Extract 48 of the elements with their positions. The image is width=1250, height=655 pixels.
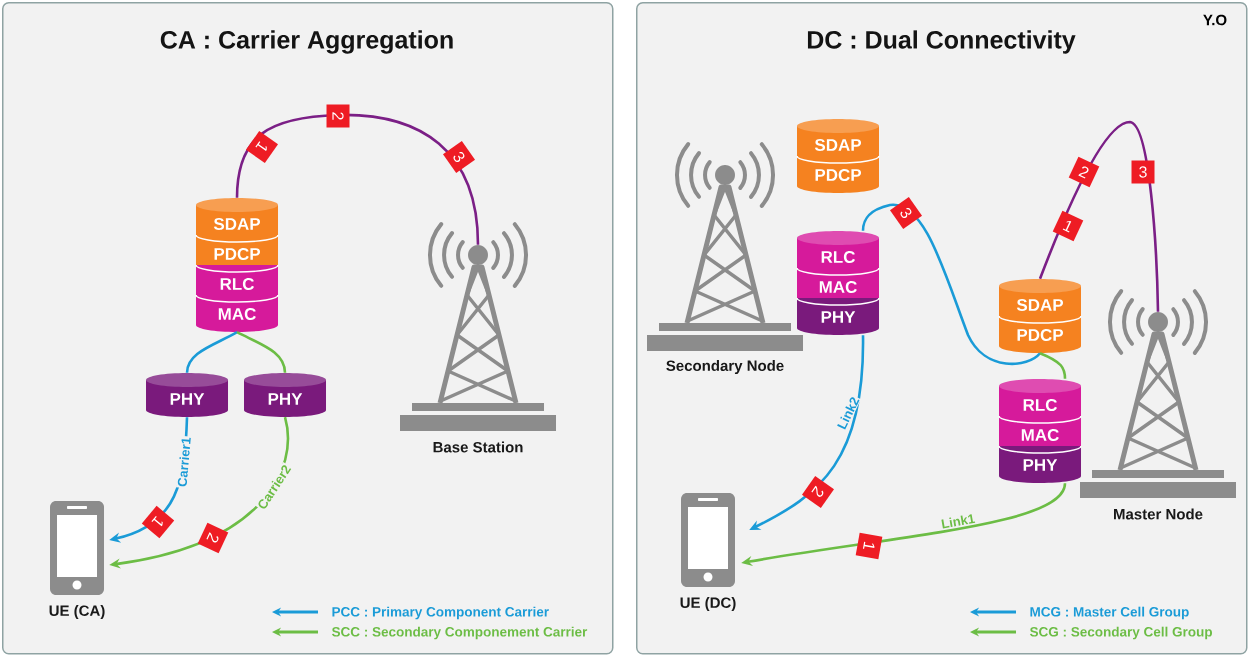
number-badge: 1 bbox=[141, 505, 175, 539]
layer-label: RLC bbox=[821, 250, 855, 263]
layer-label: PDCP bbox=[815, 169, 862, 181]
layer-label: PDCP bbox=[214, 248, 261, 260]
protocol-stack bbox=[998, 279, 1082, 353]
node-caption: UE (CA) bbox=[49, 605, 105, 619]
edge-label: Carrier1 bbox=[176, 435, 192, 489]
number-badge: 3 bbox=[443, 141, 475, 173]
layer-label: MAC bbox=[218, 307, 256, 320]
number-badge: 2 bbox=[197, 522, 229, 554]
layer-label: RLC bbox=[220, 278, 254, 290]
number-badge: 3 bbox=[890, 197, 922, 229]
layer-label: PHY bbox=[821, 311, 856, 323]
number-badge: 2 bbox=[326, 104, 350, 128]
layer-label: PDCP bbox=[1017, 328, 1064, 341]
layer-label: SDAP bbox=[213, 218, 261, 230]
edge-label: Link1 bbox=[939, 512, 977, 530]
layer-label: MAC bbox=[819, 281, 857, 293]
layer-label: MAC bbox=[1021, 428, 1059, 441]
author-mark: Y.O bbox=[1203, 14, 1227, 26]
protocol-stack bbox=[998, 379, 1082, 483]
layer-label: SDAP bbox=[1016, 299, 1064, 311]
layer-label: RLC bbox=[1023, 398, 1057, 411]
protocol-stack bbox=[796, 231, 880, 335]
node-caption: Secondary Node bbox=[666, 360, 784, 374]
protocol-stack bbox=[796, 119, 880, 193]
number-badge: 2 bbox=[1068, 156, 1100, 188]
protocol-stack bbox=[195, 198, 279, 332]
node-caption: Master Node bbox=[1114, 508, 1203, 520]
legend-text: SCG : Secondary Cell Group bbox=[1029, 626, 1212, 640]
panel-title: DC : Dual Connectivity bbox=[807, 30, 1076, 54]
number-badge: 3 bbox=[1131, 160, 1155, 184]
legend-text: MCG : Master Cell Group bbox=[1030, 606, 1189, 620]
number-badge: 1 bbox=[1052, 210, 1084, 242]
layer-label: SDAP bbox=[814, 139, 862, 151]
layer-label: PHY bbox=[1023, 459, 1058, 471]
legend-text: PCC : Primary Component Carrier bbox=[332, 606, 549, 620]
number-badge: 1 bbox=[246, 131, 279, 163]
protocol-stack bbox=[244, 373, 326, 417]
number-badge: 2 bbox=[802, 476, 834, 508]
layer-label: PHY bbox=[170, 393, 205, 405]
layer-label: PHY bbox=[268, 393, 303, 405]
protocol-stack bbox=[146, 373, 228, 417]
panel-title: CA : Carrier Aggregation bbox=[160, 30, 453, 54]
node-caption: Base Station bbox=[433, 441, 523, 453]
number-badge: 1 bbox=[855, 532, 883, 560]
legend-text: SCC : Secondary Componement Carrier bbox=[331, 626, 588, 640]
node-caption: UE (DC) bbox=[680, 597, 736, 611]
